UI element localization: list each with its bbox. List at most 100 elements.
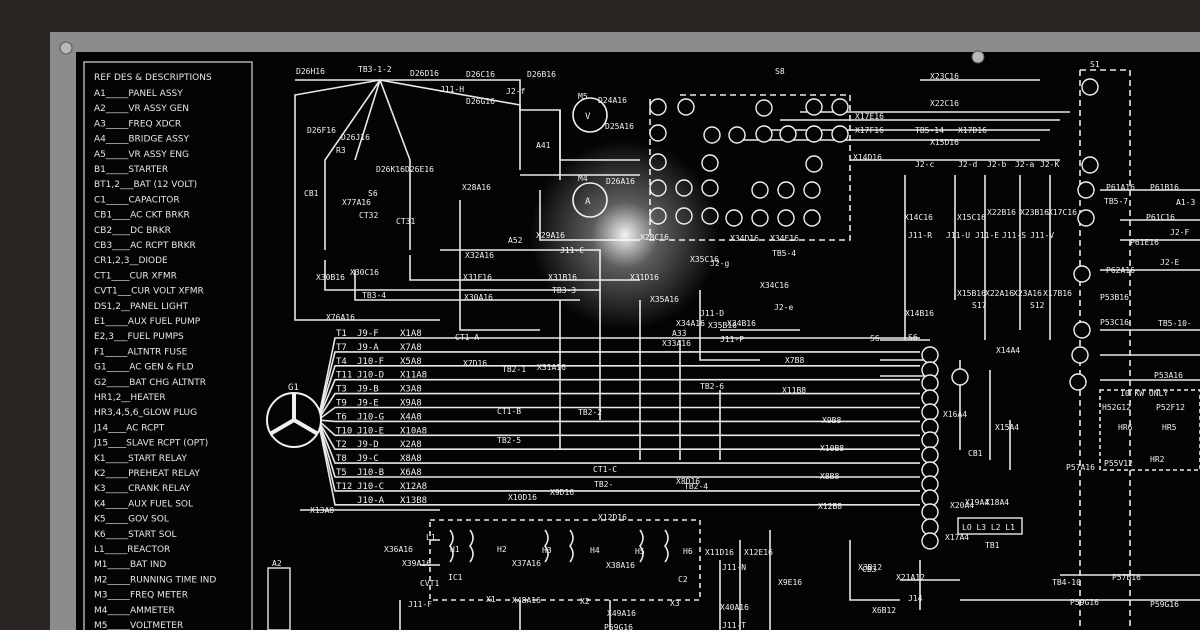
wire-label: TB2-6 [700, 382, 724, 391]
wire-label: J11-R [908, 231, 932, 240]
generator-lead-line [317, 378, 920, 421]
wire-label: X3B12 [858, 563, 882, 572]
wire-label: D25A16 [605, 122, 634, 131]
wire-label: J2-e [774, 303, 793, 312]
wire-label: R3 [336, 146, 346, 155]
light-glare [530, 140, 720, 330]
terminal-circle-icon [921, 431, 939, 449]
wire-label: X17D16 [958, 126, 987, 135]
wire-label: D26J16 [341, 133, 370, 142]
wire-label: X16A4 [943, 410, 967, 419]
wire-label: CT1-C [593, 465, 617, 474]
legend-item: K1_____START RELAY [94, 454, 187, 464]
wire-label: X8B8 [820, 472, 839, 481]
wire-label: H6 [683, 547, 693, 556]
wire-label: TB3-4 [362, 291, 386, 300]
wire-label: J2-E [1160, 258, 1179, 267]
wire-label: P57B16 [1112, 573, 1141, 582]
wire-label: X34C16 [760, 281, 789, 290]
legend-item: A2_____VR ASSY GEN [94, 104, 189, 114]
generator-lead-line [317, 365, 920, 421]
wire-label: H4 [590, 546, 600, 555]
terminal-node [1069, 373, 1087, 391]
terminal-node [1071, 346, 1089, 364]
terminal-node [803, 209, 821, 227]
connector-pin-label: J9-C [357, 454, 379, 464]
wire-label: X48A16 [512, 596, 541, 605]
generator-lead-line [317, 392, 920, 421]
wire-right-bottom [1060, 574, 1200, 601]
terminal-node [921, 446, 939, 464]
terminal-node [649, 98, 667, 116]
wire-label: P61E16 [1130, 238, 1159, 247]
transformer-coils [449, 529, 669, 563]
wire-label: H2 [497, 545, 507, 554]
legend-item: G1_____AC GEN & FLD [94, 363, 194, 373]
wire-label: TB3-1-2 [358, 65, 392, 74]
legend-title: REF DES & DESCRIPTIONS [94, 73, 212, 83]
wire-label: CB3 [862, 565, 877, 574]
wire-label: X35B16 [708, 321, 737, 330]
wire-label: X34E16 [770, 234, 799, 243]
wire-label: X7D16 [463, 359, 487, 368]
wire-label: P53B16 [1100, 293, 1129, 302]
terminal-node [951, 368, 969, 386]
terminal-node [751, 181, 769, 199]
wire-label: X23C16 [930, 72, 959, 81]
generator-lines [317, 337, 920, 506]
wire-label: H5 [635, 547, 645, 556]
terminal-circle-icon [751, 209, 769, 227]
generator-lead-line [317, 337, 920, 421]
terminal-circle-icon [1081, 78, 1099, 96]
terminal-node [725, 209, 743, 227]
connector-pin-label: J10-B [357, 468, 384, 478]
wire-label: TB2-4 [684, 482, 708, 491]
wire-label: M5 [578, 92, 588, 101]
wire-label: H1 [450, 545, 460, 554]
generator-terminal-label: T1 [336, 329, 347, 339]
wire-label: X20A4 [950, 501, 974, 510]
wire-label: J2-g [710, 259, 729, 268]
generator-lead-line [317, 419, 920, 464]
generator-terminal-label: T9 [336, 399, 347, 409]
wire-mid-feeds [294, 200, 640, 331]
wire-label: X10D16 [508, 493, 537, 502]
generator-lead-line [317, 351, 920, 421]
wire-label: A2 [272, 559, 282, 568]
wire-label: J2-K [1040, 160, 1059, 169]
wire-s8-bus [740, 79, 1070, 161]
legend-item: K2_____PREHEAT RELAY [94, 469, 200, 479]
wire-label: C2 [678, 575, 688, 584]
wire-label: X9E16 [778, 578, 802, 587]
legend-item: K4_____AUX FUEL SOL [94, 499, 193, 509]
terminal-circle-icon [803, 181, 821, 199]
wire-label: X11B8 [782, 386, 806, 395]
wire-label: S6 [368, 189, 378, 198]
generator-lead-line [317, 419, 920, 506]
cvt1-box [429, 519, 701, 601]
wire-label: X21A12 [896, 573, 925, 582]
legend-item: HR1,2__HEATER [94, 393, 166, 403]
panel-screw-right-icon [971, 50, 985, 64]
wire-label: CB1 [304, 189, 319, 198]
wire-bottom-feeds [300, 509, 771, 630]
legend-item: BT1,2___BAT (12 VOLT) [94, 180, 197, 190]
wire-label: J2-d [958, 160, 977, 169]
terminal-circle-icon [805, 98, 823, 116]
wire-label: X9B8 [822, 416, 841, 425]
legend-item: DS1,2__PANEL LIGHT [94, 302, 189, 312]
terminal-circle-icon [649, 98, 667, 116]
wire-label: J2-b [987, 160, 1006, 169]
legend-item: A3_____FREQ XDCR [94, 119, 181, 129]
wire-label: X33A16 [662, 339, 691, 348]
wire-label: TB5-4 [772, 249, 796, 258]
terminal-node [831, 98, 849, 116]
legend-item: M5_____VOLTMETER [94, 621, 183, 630]
terminal-node [755, 99, 773, 117]
terminal-node [649, 124, 667, 142]
generator-terminal-label: T3 [336, 385, 347, 395]
wire-number-label: X2A8 [400, 440, 422, 450]
wire-label: CT32 [359, 211, 378, 220]
connector-pin-label: J10-F [357, 357, 384, 367]
legend-item: CB2____DC BRKR [94, 226, 171, 236]
